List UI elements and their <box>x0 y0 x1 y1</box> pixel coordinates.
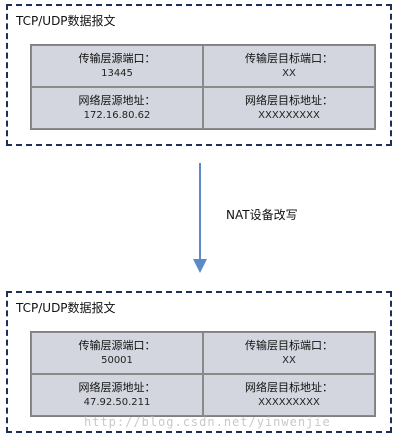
field-value: 47.92.50.211 <box>83 396 151 408</box>
transition-label: NAT设备改写 <box>226 208 298 222</box>
bottom-dst-addr-field: 网络层目标地址： XXXXXXXXX <box>203 374 375 416</box>
bottom-packet-fields: 传输层源端口： 50001 传输层目标端口： XX 网络层源地址： 47.92.… <box>30 331 376 417</box>
field-label: 传输层目标端口： <box>245 51 333 65</box>
field-value: 172.16.80.62 <box>83 109 151 121</box>
field-label: 网络层源地址： <box>78 380 156 394</box>
top-src-addr-field: 网络层源地址： 172.16.80.62 <box>31 87 203 129</box>
bottom-src-addr-field: 网络层源地址： 47.92.50.211 <box>31 374 203 416</box>
watermark: http://blog.csdn.net/yinwenjie <box>84 415 331 429</box>
top-dst-port-field: 传输层目标端口： XX <box>203 45 375 87</box>
bottom-packet: TCP/UDP数据报文 传输层源端口： 50001 传输层目标端口： XX 网络… <box>6 291 392 433</box>
field-label: 传输层源端口： <box>78 338 156 352</box>
top-packet-title: TCP/UDP数据报文 <box>16 14 116 28</box>
down-arrow-icon <box>193 163 207 273</box>
field-label: 传输层目标端口： <box>245 338 333 352</box>
bottom-src-port-field: 传输层源端口： 50001 <box>31 332 203 374</box>
top-dst-addr-field: 网络层目标地址： XXXXXXXXX <box>203 87 375 129</box>
field-label: 网络层目标地址： <box>245 93 333 107</box>
field-value: XX <box>282 67 296 79</box>
field-label: 网络层目标地址： <box>245 380 333 394</box>
field-value: XXXXXXXXX <box>258 396 320 408</box>
field-value: 50001 <box>101 354 133 366</box>
field-value: 13445 <box>101 67 133 79</box>
top-packet-fields: 传输层源端口： 13445 传输层目标端口： XX 网络层源地址： 172.16… <box>30 44 376 130</box>
bottom-dst-port-field: 传输层目标端口： XX <box>203 332 375 374</box>
field-value: XXXXXXXXX <box>258 109 320 121</box>
field-value: XX <box>282 354 296 366</box>
top-packet: TCP/UDP数据报文 传输层源端口： 13445 传输层目标端口： XX 网络… <box>6 4 392 146</box>
top-src-port-field: 传输层源端口： 13445 <box>31 45 203 87</box>
field-label: 网络层源地址： <box>78 93 156 107</box>
bottom-packet-title: TCP/UDP数据报文 <box>16 301 116 315</box>
field-label: 传输层源端口： <box>78 51 156 65</box>
